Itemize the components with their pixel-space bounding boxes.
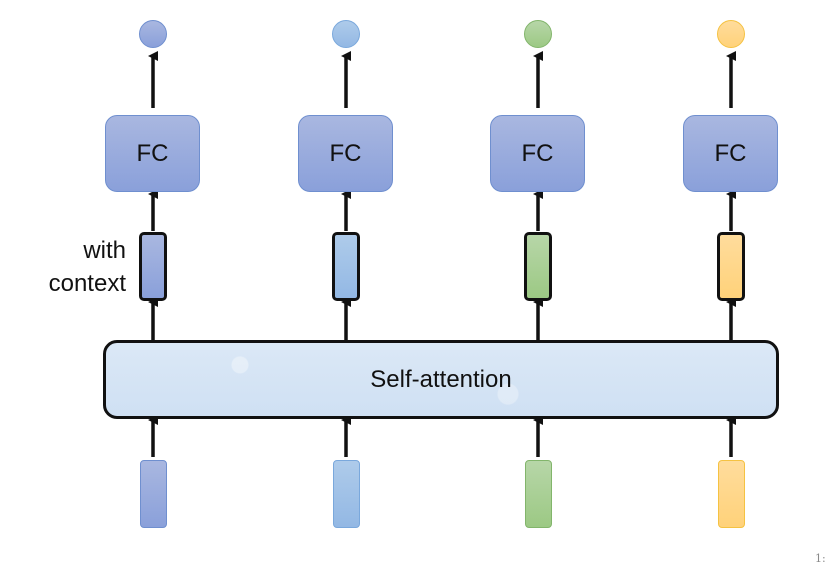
context-vector-2: [332, 232, 360, 301]
input-vector-1: [140, 460, 167, 528]
output-node-4: [717, 20, 745, 48]
self-attention-label: Self-attention: [370, 365, 512, 393]
output-node-1: [139, 20, 167, 48]
output-node-2: [332, 20, 360, 48]
fc-label: FC: [329, 139, 362, 167]
with-context-label-line2: context: [48, 270, 126, 297]
fc-block-4: FC: [683, 115, 778, 192]
fc-label: FC: [521, 139, 554, 167]
with-context-label: with context: [18, 234, 126, 300]
page-number: 1:: [815, 552, 826, 565]
input-vector-4: [718, 460, 745, 528]
context-vector-1: [139, 232, 167, 301]
with-context-label-line1: with: [83, 237, 126, 264]
input-vector-2: [333, 460, 360, 528]
self-attention-block: Self-attention: [103, 340, 779, 419]
context-vector-3: [524, 232, 552, 301]
fc-label: FC: [714, 139, 747, 167]
context-vector-4: [717, 232, 745, 301]
fc-block-1: FC: [105, 115, 200, 192]
fc-block-3: FC: [490, 115, 585, 192]
fc-label: FC: [136, 139, 169, 167]
fc-block-2: FC: [298, 115, 393, 192]
output-node-3: [524, 20, 552, 48]
input-vector-3: [525, 460, 552, 528]
